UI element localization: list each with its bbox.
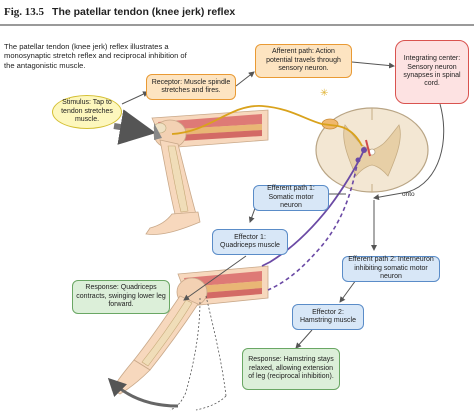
response-1-text: Response: Quadriceps contracts, swinging…: [76, 284, 166, 309]
figure-number: Fig. 13.5: [4, 6, 45, 18]
leg-upper-figure: [145, 109, 269, 235]
response-2-box: Response: Hamstring stays relaxed, allow…: [242, 348, 340, 390]
sensory-neuron: [171, 105, 363, 147]
signal-star-icon: ✳: [320, 88, 328, 99]
onto-label: onto: [402, 191, 415, 198]
stimulus-text: Stimulus: Tap to tendon stretches muscle…: [61, 99, 113, 124]
afferent-box: Afferent path: Action potential travels …: [255, 44, 352, 78]
response-2-text: Response: Hamstring stays relaxed, allow…: [248, 356, 334, 381]
afferent-text: Afferent path: Action potential travels …: [266, 48, 341, 73]
effector-1-box: Effector 1: Quadriceps muscle: [212, 229, 288, 255]
reflex-hammer: [113, 109, 162, 145]
response-1-box: Response: Quadriceps contracts, swinging…: [72, 280, 170, 314]
receptor-box: Receptor: Muscle spindle stretches and f…: [146, 74, 236, 100]
efferent-1-text: Efferent path 1: Somatic motor neuron: [267, 185, 315, 210]
integrating-text: Integrating center: Sensory neuron synap…: [403, 55, 461, 88]
motor-neuron-hamstring: [267, 159, 359, 291]
motion-arrow: [107, 377, 179, 408]
synapse-marker: [361, 147, 367, 153]
title-rule: [0, 24, 474, 26]
receptor-text: Receptor: Muscle spindle stretches and f…: [151, 78, 231, 94]
intro-text: The patellar tendon (knee jerk) reflex i…: [4, 42, 187, 70]
integrating-center-box: Integrating center: Sensory neuron synap…: [395, 40, 469, 104]
efferent-path-1-box: Efferent path 1: Somatic motor neuron: [253, 185, 329, 211]
stimulus-box: Stimulus: Tap to tendon stretches muscle…: [52, 95, 122, 129]
effector-1-text: Effector 1: Quadriceps muscle: [220, 233, 280, 249]
interneuron: [365, 139, 371, 157]
effector-2-text: Effector 2: Hamstring muscle: [299, 308, 356, 324]
efferent-path-2-box: Efferent path 2: Interneuron inhibiting …: [342, 256, 440, 282]
effector-2-box: Effector 2: Hamstring muscle: [292, 304, 364, 330]
efferent-2-text: Efferent path 2: Interneuron inhibiting …: [348, 256, 434, 281]
figure-title: Fig. 13.5 The patellar tendon (knee jerk)…: [4, 6, 235, 18]
synapse-marker-inhibited: [355, 157, 361, 163]
figure-title-text: The patellar tendon (knee jerk) reflex: [52, 6, 236, 18]
flow-arrows: [121, 61, 445, 349]
spinal-cord: [315, 107, 429, 193]
